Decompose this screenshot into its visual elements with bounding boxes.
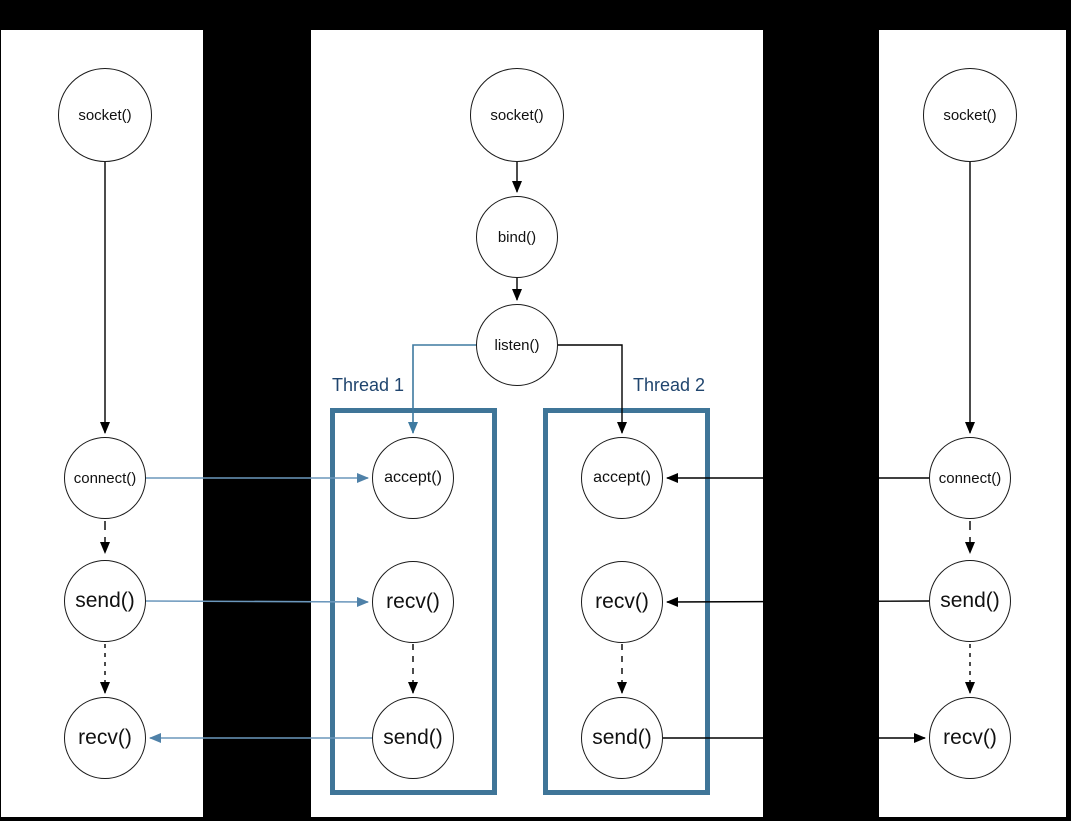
client1-connect-node: connect()	[64, 437, 146, 519]
thread1-send-node: send()	[372, 697, 454, 779]
thread1-accept-node: accept()	[372, 437, 454, 519]
thread2-label: Thread 2	[633, 375, 706, 395]
server-panel	[311, 30, 763, 817]
server-listen-node: listen()	[476, 304, 558, 386]
server-socket-node: socket()	[470, 68, 564, 162]
thread1-label: Thread 1	[332, 375, 405, 395]
client2-recv-node: recv()	[929, 697, 1011, 779]
client2-send-node: send()	[929, 560, 1011, 642]
thread2-recv-node: recv()	[581, 561, 663, 643]
server-bind-node: bind()	[476, 196, 558, 278]
client1-recv-node: recv()	[64, 697, 146, 779]
thread2-send-node: send()	[581, 697, 663, 779]
client2-socket-node: socket()	[923, 68, 1017, 162]
thread1-recv-node: recv()	[372, 561, 454, 643]
client2-connect-node: connect()	[929, 437, 1011, 519]
client1-send-node: send()	[64, 560, 146, 642]
client1-socket-node: socket()	[58, 68, 152, 162]
thread2-accept-node: accept()	[581, 437, 663, 519]
